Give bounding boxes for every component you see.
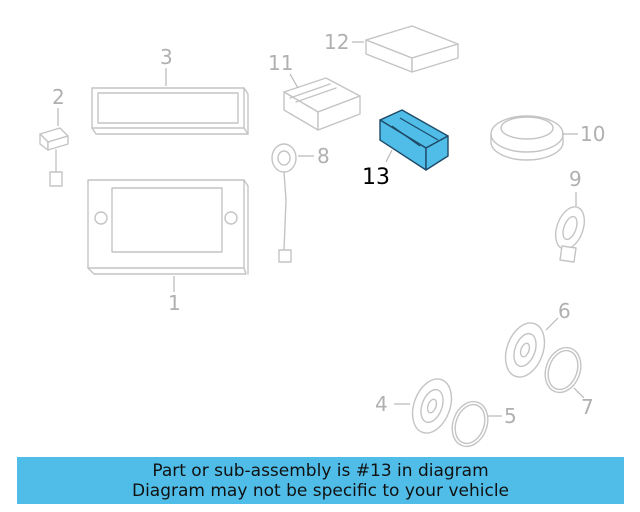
part-10-speaker	[490, 115, 564, 161]
banner-line-1: Part or sub-assembly is #13 in diagram	[152, 460, 489, 481]
callout-3: 3	[160, 45, 173, 69]
part-8-tweeter	[271, 143, 297, 263]
callout-4: 4	[375, 392, 388, 416]
leader-11	[289, 73, 299, 89]
part-12-box	[365, 25, 459, 73]
part-1-display-unit	[87, 179, 249, 275]
part-2-connector	[39, 127, 69, 187]
part-11-module	[283, 77, 361, 131]
banner-line-2: Diagram may not be specific to your vehi…	[131, 480, 509, 501]
leader-6	[545, 317, 559, 331]
part-6-speaker	[504, 322, 546, 378]
part-4-speaker	[411, 378, 453, 434]
part-3-panel	[91, 87, 249, 135]
part-13-bracket	[379, 109, 449, 171]
part-7-ring	[544, 346, 582, 394]
callout-13: 13	[362, 165, 390, 190]
info-banner: Part or sub-assembly is #13 in diagram D…	[17, 457, 624, 504]
callout-2: 2	[52, 85, 65, 109]
callout-10: 10	[580, 122, 605, 146]
part-5-ring	[451, 400, 489, 448]
callout-5: 5	[504, 404, 517, 428]
leader-13	[385, 149, 393, 163]
callout-7: 7	[581, 395, 594, 419]
callout-12: 12	[324, 30, 349, 54]
callout-6: 6	[558, 299, 571, 323]
callout-9: 9	[569, 167, 582, 191]
part-9-speaker	[554, 206, 586, 263]
callout-8: 8	[317, 144, 330, 168]
callout-1: 1	[168, 291, 181, 315]
leader-7	[573, 387, 585, 399]
callout-11: 11	[268, 51, 293, 75]
